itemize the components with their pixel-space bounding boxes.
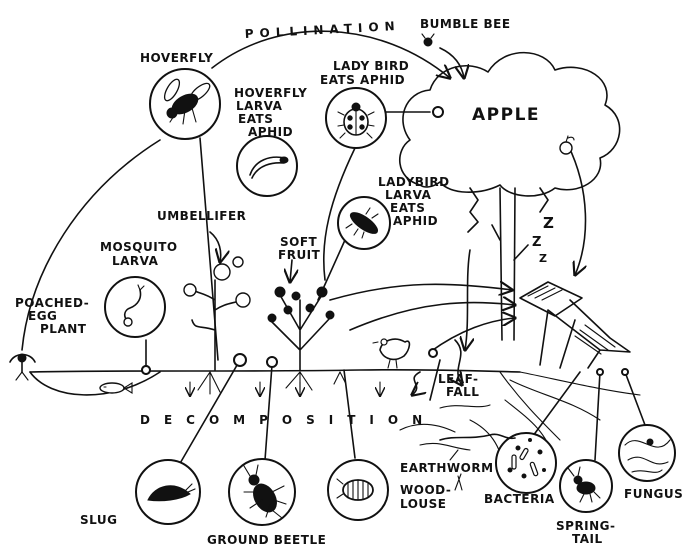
umbellifer-label: UMBELLIFER: [157, 209, 246, 223]
svg-text:EATS APHID: EATS APHID: [320, 73, 405, 87]
leaf-fall-label: LEAF- FALL: [438, 372, 479, 399]
svg-text:EATS: EATS: [238, 112, 273, 126]
ladybird-eats-aphid-label: LADY BIRD EATS APHID: [320, 59, 409, 87]
svg-text:LARVA: LARVA: [236, 99, 283, 113]
svg-text:SPRING-: SPRING-: [556, 519, 616, 533]
poached-egg-plant-label: POACHED- EGG PLANT: [15, 296, 89, 336]
bacteria-circle: [496, 433, 556, 493]
earthworm-icon: [440, 434, 515, 440]
svg-text:APHID: APHID: [393, 214, 438, 228]
bumble-bee-label: BUMBLE BEE: [420, 17, 511, 31]
ladybird-circle: [326, 88, 386, 148]
sleep-z-label: Z Z Z: [532, 214, 554, 265]
bacteria-label: BACTERIA: [484, 492, 555, 506]
svg-text:LOUSE: LOUSE: [400, 497, 447, 511]
svg-text:WOOD-: WOOD-: [400, 483, 451, 497]
svg-text:Z: Z: [543, 214, 554, 232]
fungus-circle: [619, 425, 675, 481]
svg-text:TAIL: TAIL: [572, 532, 603, 546]
svg-text:PLANT: PLANT: [40, 322, 87, 336]
poached-egg-plant-icon: [10, 354, 35, 372]
apple-icon: [560, 136, 574, 154]
hoverfly-label: HOVERFLY: [140, 51, 213, 65]
svg-text:LADYBIRD: LADYBIRD: [378, 175, 450, 189]
woodlouse-label: WOOD- LOUSE: [400, 483, 451, 511]
slug-label: SLUG: [80, 513, 117, 527]
svg-text:FALL: FALL: [446, 385, 479, 399]
svg-text:HOVERFLY: HOVERFLY: [234, 86, 307, 100]
soft-fruit-bush: [268, 287, 334, 370]
earthworm-label: EARTHWORM: [400, 461, 494, 475]
svg-text:FRUIT: FRUIT: [278, 248, 321, 262]
hoverfly-larva-label: HOVERFLY LARVA EATS APHID: [234, 86, 307, 139]
svg-text:LARVA: LARVA: [112, 254, 159, 268]
hoverfly-larva-circle: [237, 136, 297, 196]
springtail-label: SPRING- TAIL: [556, 519, 616, 546]
woodlouse-circle: [328, 460, 388, 520]
deckchair-icon: [520, 282, 630, 368]
svg-text:APHID: APHID: [248, 125, 293, 139]
soft-fruit-label: SOFT FRUIT: [278, 235, 321, 262]
ground-beetle-label: GROUND BEETLE: [207, 533, 326, 547]
apple-label: APPLE: [472, 105, 540, 125]
slug-circle: [136, 460, 200, 524]
pollination-label: POLLINATION: [244, 19, 401, 41]
svg-text:LADY BIRD: LADY BIRD: [333, 59, 409, 73]
ladybird-larva-circle: [338, 197, 390, 249]
mosquito-larva-circle: [105, 277, 165, 337]
svg-text:LEAF-: LEAF-: [438, 372, 478, 386]
svg-text:MOSQUITO: MOSQUITO: [100, 240, 178, 254]
svg-text:LARVA: LARVA: [385, 188, 432, 202]
springtail-circle: [560, 460, 612, 512]
svg-text:Z: Z: [532, 235, 542, 250]
apple-tree: [400, 53, 620, 340]
svg-text:EATS: EATS: [390, 201, 425, 215]
svg-text:EGG: EGG: [28, 309, 57, 323]
hoverfly-circle: [150, 69, 220, 139]
svg-text:Z: Z: [539, 252, 547, 265]
mosquito-larva-label: MOSQUITO LARVA: [100, 240, 178, 268]
bumble-bee-icon: [422, 34, 434, 46]
fungus-label: FUNGUS: [624, 487, 683, 501]
svg-text:POACHED-: POACHED-: [15, 296, 89, 310]
decomposition-label: DECOMPOSITION: [140, 413, 436, 427]
svg-text:SOFT: SOFT: [280, 235, 318, 249]
hen-icon: [373, 339, 409, 368]
ground-beetle-circle: [229, 459, 295, 525]
